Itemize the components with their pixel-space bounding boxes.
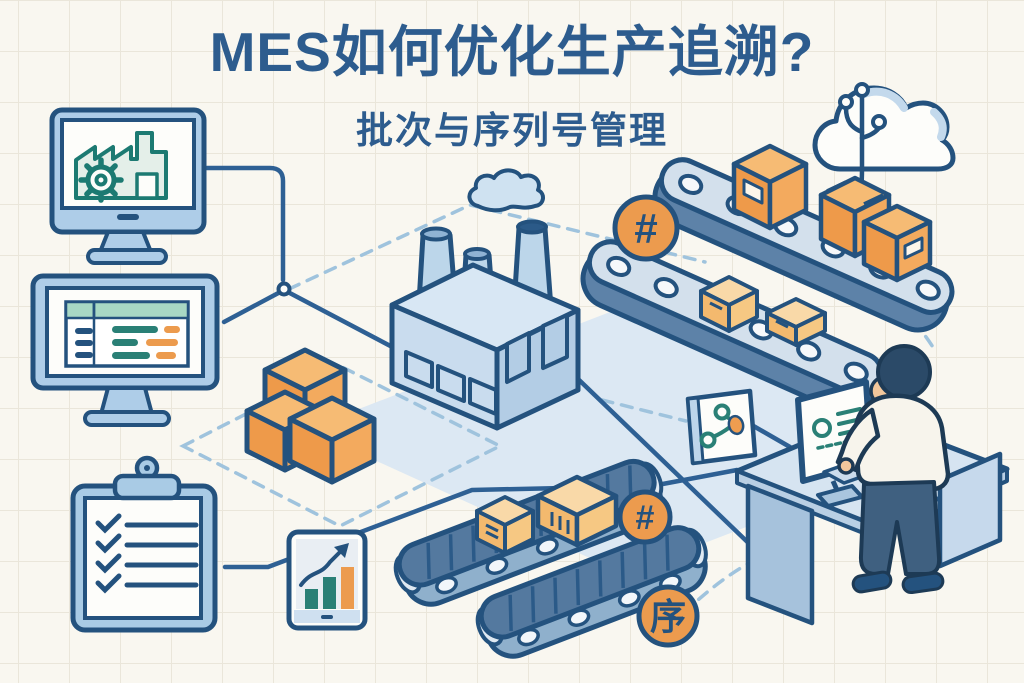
operator-person bbox=[835, 344, 951, 595]
batch-symbol-bottom: # bbox=[636, 499, 655, 537]
conveyor-top-upper bbox=[652, 143, 955, 333]
factory-building bbox=[389, 168, 581, 431]
package-stack bbox=[244, 347, 377, 485]
solid-connectors bbox=[204, 165, 793, 570]
conveyor-small-box-1 bbox=[699, 275, 759, 333]
junction-node bbox=[276, 281, 292, 297]
subtitle: 批次与序列号管理 bbox=[356, 110, 668, 151]
clipboard-checklist bbox=[70, 455, 218, 633]
conveyor-bottom-right bbox=[475, 525, 708, 659]
hand bbox=[837, 457, 855, 475]
conveyor-box-1 bbox=[731, 143, 809, 231]
smoke-puff bbox=[467, 168, 545, 213]
tablet-chart bbox=[286, 529, 368, 631]
package-cube-right bbox=[287, 395, 377, 485]
trace-branch-icon bbox=[699, 403, 745, 449]
checklist-icon bbox=[95, 513, 199, 594]
badge-batch-bottom: # bbox=[617, 489, 673, 545]
main-title: MES如何优化生产追溯? bbox=[209, 21, 815, 83]
pants bbox=[858, 480, 942, 576]
batch-table-icon bbox=[64, 300, 190, 368]
conveyor-box-3 bbox=[861, 203, 933, 283]
shoe-right bbox=[901, 571, 945, 595]
serial-symbol: 序 bbox=[650, 596, 686, 637]
badge-serial: 序 bbox=[636, 584, 700, 648]
serial-box-2 bbox=[535, 474, 619, 548]
serial-box-1 bbox=[475, 495, 535, 555]
conveyor-bottom-left bbox=[393, 458, 664, 607]
hair bbox=[876, 344, 932, 400]
conveyor-small-box-2 bbox=[765, 297, 827, 347]
badge-batch-top: # bbox=[612, 194, 680, 262]
mes-monitor bbox=[49, 107, 207, 265]
trend-chart-icon bbox=[299, 543, 354, 609]
trace-card bbox=[685, 388, 758, 466]
factory-gear-icon bbox=[74, 131, 168, 203]
conveyor-top-lower bbox=[580, 239, 885, 416]
shoe-left bbox=[851, 570, 893, 594]
factory-windows bbox=[404, 313, 569, 416]
batch-table-monitor bbox=[30, 273, 220, 427]
batch-symbol-top: # bbox=[634, 205, 657, 252]
